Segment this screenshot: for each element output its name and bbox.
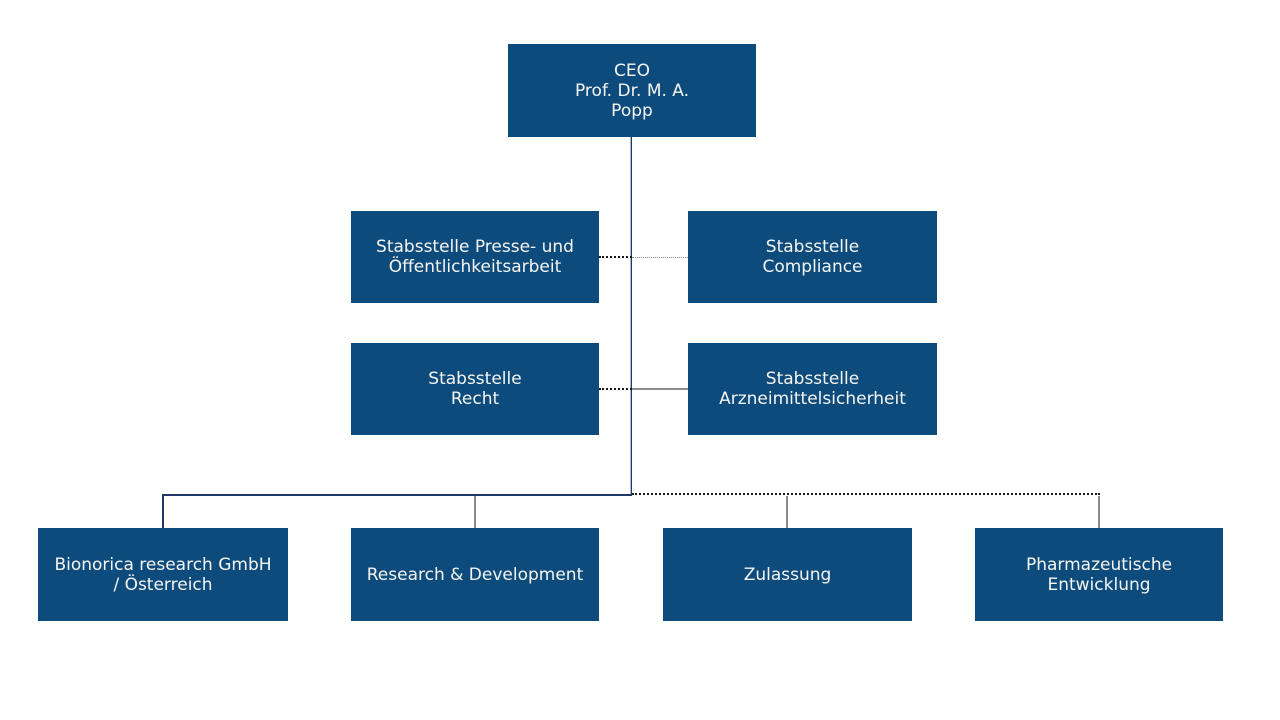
org-node-bionorica-research: Bionorica research GmbH / Österreich xyxy=(38,528,288,621)
org-node-research-development: Research & Development xyxy=(351,528,599,621)
org-node-stabsstelle-presse: Stabsstelle Presse- und Öffentlichkeitsa… xyxy=(351,211,599,303)
connector-drop-zulassung xyxy=(786,496,788,528)
connector-bottom-solid xyxy=(163,494,632,496)
connector-compliance-dotted xyxy=(632,257,688,258)
connector-drop-research xyxy=(474,496,476,528)
connector-drop-pharma xyxy=(1098,496,1100,528)
org-node-stabsstelle-arzneimittelsicherheit: Stabsstelle Arzneimittelsicherheit xyxy=(688,343,937,435)
org-node-ceo: CEO Prof. Dr. M. A. Popp xyxy=(508,44,756,137)
connector-arzneimittel-solid xyxy=(632,388,688,390)
connector-presse-dotted xyxy=(599,256,632,258)
org-node-pharmazeutische-entwicklung: Pharmazeutische Entwicklung xyxy=(975,528,1223,621)
connector-drop-bionorica xyxy=(162,494,164,528)
connector-ceo-vertical xyxy=(630,137,632,495)
org-node-stabsstelle-recht: Stabsstelle Recht xyxy=(351,343,599,435)
org-node-zulassung: Zulassung xyxy=(663,528,912,621)
connector-bottom-dotted xyxy=(632,493,1100,495)
org-node-stabsstelle-compliance: Stabsstelle Compliance xyxy=(688,211,937,303)
connector-recht-dotted xyxy=(599,388,632,390)
